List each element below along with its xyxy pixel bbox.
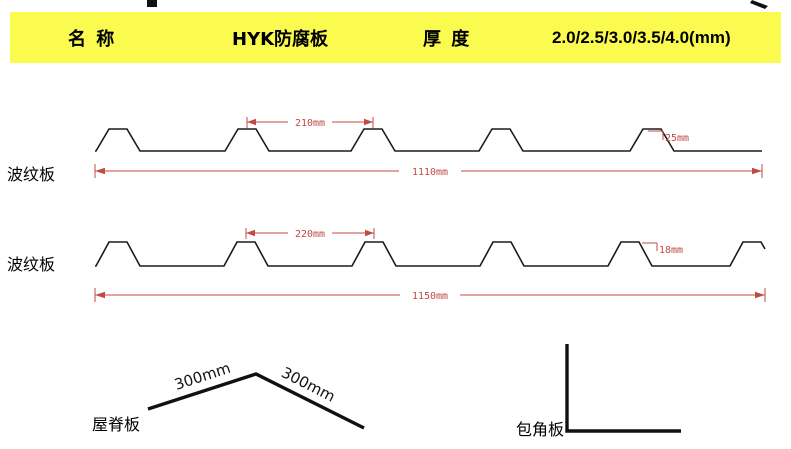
ridge-board-label: 屋脊板 xyxy=(92,415,141,434)
profile-1-pitch-dimension: 210mm xyxy=(246,117,374,129)
profile-2-total-width-dimension: 1150mm xyxy=(94,288,766,302)
profile-2-total-width-value: 1150mm xyxy=(412,291,448,302)
profile-2-outline xyxy=(95,241,766,267)
artifact-mark xyxy=(147,0,157,7)
ridge-left-dimension: 300mm xyxy=(172,359,233,394)
corner-board-shape xyxy=(565,344,681,433)
corrugated-profile-2: 220mm 18mm 1150mm xyxy=(94,228,766,302)
product-name: HYK防腐板 xyxy=(232,28,329,50)
profile-2-height-dimension: 18mm xyxy=(642,242,683,256)
ridge-board-drawing: 300mm 300mm xyxy=(147,359,365,430)
corner-board-label: 包角板 xyxy=(516,420,565,439)
profile-1-total-width-dimension: 1110mm xyxy=(94,164,763,178)
corrugated-profile-1: 210mm 25mm 1110mm xyxy=(94,117,763,178)
ridge-board-shape xyxy=(147,372,365,430)
profile-2-pitch-dimension: 220mm xyxy=(245,228,375,240)
profile-1-height-dimension: 25mm xyxy=(648,130,689,144)
profile-1-height-value: 25mm xyxy=(665,133,689,144)
profile-2-height-value: 18mm xyxy=(659,245,683,256)
spec-header: 名 称 HYK防腐板 厚 度 2.0/2.5/3.0/3.5/4.0(mm) xyxy=(10,12,781,63)
profile-2-pitch-value: 220mm xyxy=(295,229,325,240)
thickness-label: 厚 度 xyxy=(423,28,472,50)
profile-1-outline xyxy=(95,128,762,152)
artifact-mark xyxy=(750,0,768,9)
corner-board-drawing xyxy=(565,344,681,433)
name-label: 名 称 xyxy=(68,28,117,50)
profile-1-pitch-value: 210mm xyxy=(295,118,325,129)
profile-1-label: 波纹板 xyxy=(7,165,56,184)
profile-1-total-width-value: 1110mm xyxy=(412,167,448,178)
profile-2-label: 波纹板 xyxy=(7,255,56,274)
thickness-value: 2.0/2.5/3.0/3.5/4.0(mm) xyxy=(552,27,731,47)
